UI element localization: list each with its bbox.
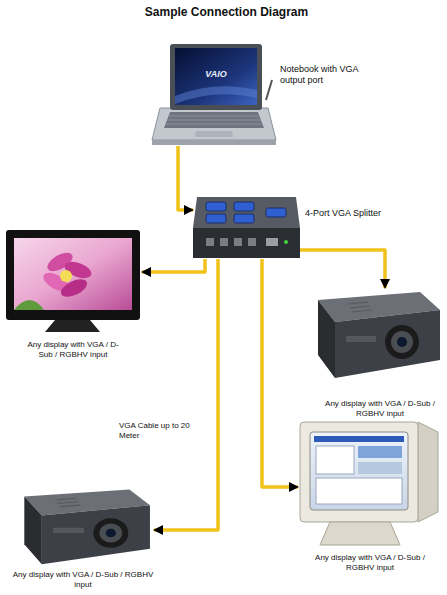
splitter-illustration-part [248, 238, 256, 246]
tv-illustration [6, 230, 140, 332]
crt-monitor-illustration-part [358, 446, 402, 458]
splitter-illustration-part [206, 214, 226, 223]
notebook-illustration-part [166, 116, 262, 124]
crt-monitor-illustration-part [314, 436, 404, 442]
device-node: Any display with VGA / D-Sub / RGBHV inp… [298, 420, 440, 548]
notebook-illustration-part-part [169, 116, 260, 117]
splitter-illustration-part [284, 240, 288, 244]
device-label: Any display with VGA / D-Sub / RGBHV inp… [8, 570, 158, 589]
splitter-illustration-part [193, 228, 300, 258]
splitter-illustration-part [206, 202, 226, 211]
device-label: Notebook with VGA output port [280, 64, 380, 86]
crt-monitor-illustration-part [316, 446, 354, 474]
notebook-illustration-part-part [167, 120, 261, 121]
notebook-illustration-part [266, 80, 272, 100]
notebook-illustration-part [195, 131, 233, 137]
device-node: 4-Port VGA Splitter [193, 195, 300, 259]
notebook-illustration-part [170, 44, 262, 110]
splitter-illustration-part [234, 202, 254, 211]
device-label: Any display with VGA / D-Sub / RGBHV inp… [23, 340, 123, 359]
crt-monitor-illustration-part [300, 422, 418, 522]
diagram-title: Sample Connection Diagram [3, 5, 447, 19]
device-node: Any display with VGA / D-Sub / RGBHV inp… [14, 486, 154, 568]
notebook-illustration-part-part [166, 124, 262, 125]
crt-monitor-illustration [300, 422, 438, 545]
crt-monitor-illustration-part [358, 462, 402, 474]
crt-monitor-illustration-part [418, 422, 438, 522]
tv-illustration-part [45, 320, 100, 332]
crt-monitor-illustration-part [310, 432, 408, 510]
notebook-illustration-part [175, 48, 257, 105]
splitter-illustration-part [193, 197, 300, 228]
crt-monitor-illustration-part [320, 522, 400, 545]
device-illustrations-part [318, 292, 440, 378]
device-label: Any display with VGA / D-Sub / RGBHV inp… [300, 553, 440, 572]
splitter-illustration-part [266, 208, 286, 217]
splitter-illustration-part [220, 238, 228, 246]
device-node: Any display with VGA / D-Sub / RGBHV inp… [4, 228, 142, 332]
tv-illustration-part [14, 300, 44, 310]
vga-cable [142, 259, 205, 272]
vga-cable [262, 259, 298, 487]
device-illustrations-part [24, 489, 150, 564]
splitter-illustration-part [234, 238, 242, 246]
vga-cable [300, 250, 385, 288]
notebook-illustration-part [152, 108, 276, 140]
device-node: Notebook with VGA output port [152, 42, 276, 146]
device-node: Any display with VGA / D-Sub / RGBHV inp… [308, 288, 442, 380]
brand-label: VAIO [194, 69, 238, 80]
splitter-illustration-part [234, 214, 254, 223]
splitter-illustration-part [206, 238, 214, 246]
cable-label: VGA Cable up to 20 Meter [118, 420, 200, 441]
vga-cable [178, 146, 193, 210]
splitter-illustration-part [266, 238, 278, 246]
notebook-illustration-part [152, 140, 276, 145]
notebook-illustration-part [175, 86, 257, 104]
device-label: Any display with VGA / D-Sub / RGBHV inp… [318, 399, 442, 418]
vga-cable [154, 259, 218, 530]
crt-monitor-illustration-part [316, 478, 402, 504]
notebook-illustration-part [164, 112, 264, 128]
tv-illustration-part [14, 238, 132, 310]
splitter-illustration [193, 197, 300, 258]
tv-illustration-part [6, 230, 140, 320]
device-label: 4-Port VGA Splitter [305, 208, 415, 219]
tv-illustration-part [60, 270, 72, 282]
notebook-illustration [152, 44, 276, 145]
